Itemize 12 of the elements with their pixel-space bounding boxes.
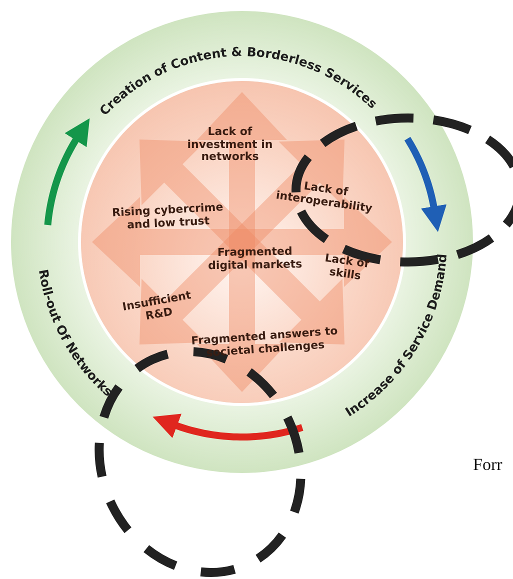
issue-label: Lack of skills	[314, 251, 378, 285]
note-text: Forr	[473, 455, 502, 475]
cycle-arrow	[44, 118, 90, 226]
cycle-arrow	[404, 136, 447, 232]
block-arrow	[242, 197, 392, 287]
cycle-arrow	[152, 414, 304, 440]
issue-label: Lack of investment in networks	[184, 126, 276, 164]
issue-label: Rising cybercrime and low trust	[102, 200, 234, 234]
issue-label: Fragmented digital markets	[200, 245, 310, 273]
issue-label: Fragmented answers to societal challenges	[189, 325, 341, 361]
block-arrow	[232, 232, 345, 345]
block-arrow	[197, 242, 287, 392]
